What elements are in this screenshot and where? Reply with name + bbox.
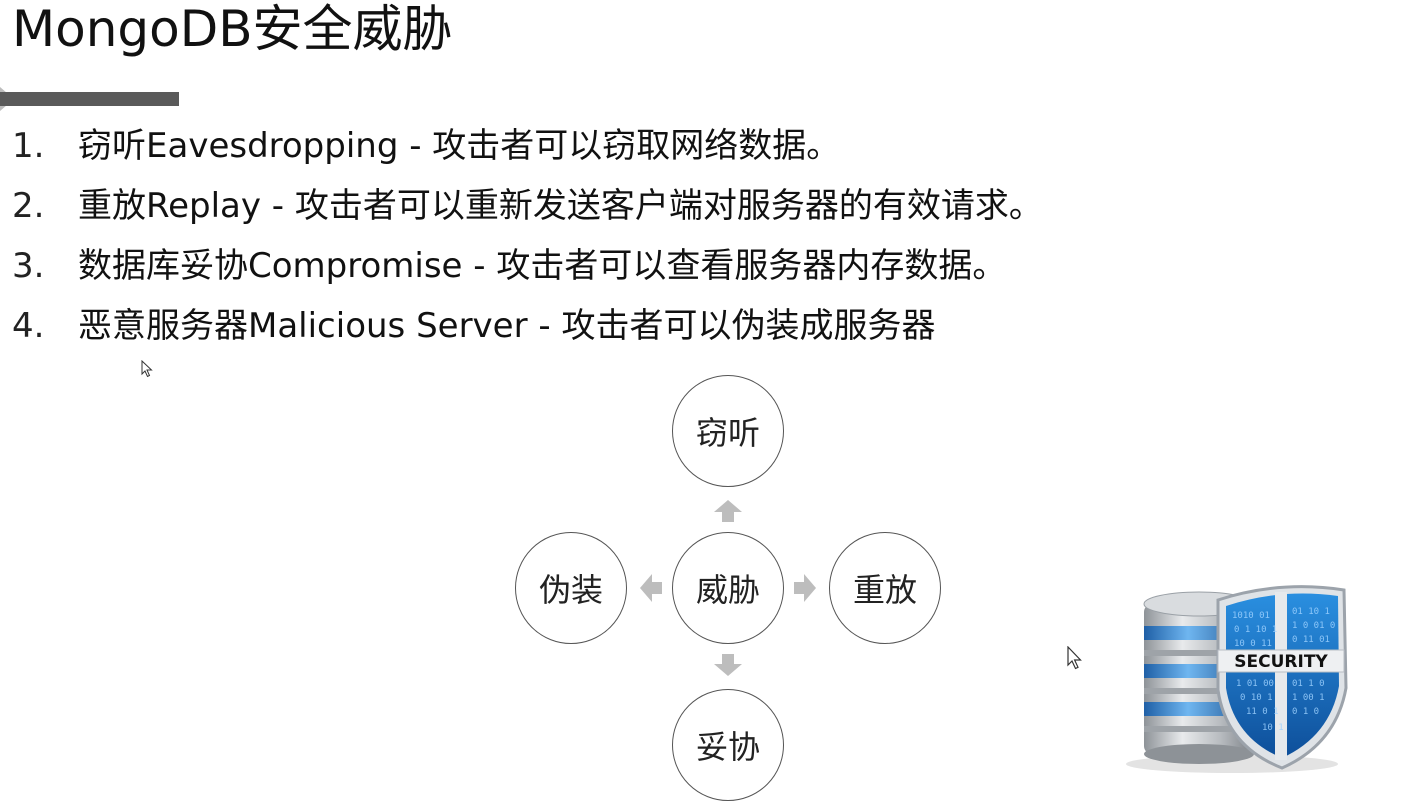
svg-text:1 01 00: 1 01 00 — [1236, 679, 1274, 689]
svg-text:10 0 11: 10 0 11 — [1234, 639, 1272, 649]
list-item: 2. 重放Replay - 攻击者可以重新发送客户端对服务器的有效请求。 — [12, 178, 1043, 238]
list-item: 4. 恶意服务器Malicious Server - 攻击者可以伪装成服务器 — [12, 298, 1043, 358]
list-number: 2. — [12, 186, 45, 226]
diagram-node-center: 威胁 — [672, 532, 784, 644]
title-underline-bar — [0, 92, 179, 106]
security-illustration: 1010 01 0 1 10 1 10 0 11 01 10 1 1 0 01 … — [1126, 585, 1348, 773]
svg-text:0 1 10 1: 0 1 10 1 — [1234, 625, 1277, 635]
diagram-node-top: 窃听 — [672, 375, 784, 487]
svg-text:1010 01: 1010 01 — [1232, 611, 1270, 621]
arrow-right-icon — [794, 574, 816, 602]
page-title: MongoDB安全威胁 — [12, 0, 453, 58]
diagram-node-bottom: 妥协 — [672, 689, 784, 801]
list-number: 3. — [12, 246, 45, 286]
list-item: 3. 数据库妥协Compromise - 攻击者可以查看服务器内存数据。 — [12, 238, 1043, 298]
diagram-node-left: 伪装 — [515, 532, 627, 644]
list-text: 窃听Eavesdropping - 攻击者可以窃取网络数据。 — [78, 126, 841, 166]
threat-list: 1. 窃听Eavesdropping - 攻击者可以窃取网络数据。 2. 重放Rep… — [12, 118, 1043, 358]
list-text: 重放Replay - 攻击者可以重新发送客户端对服务器的有效请求。 — [78, 186, 1043, 226]
arrow-down-icon — [714, 654, 742, 676]
list-item: 1. 窃听Eavesdropping - 攻击者可以窃取网络数据。 — [12, 118, 1043, 178]
list-text: 恶意服务器Malicious Server - 攻击者可以伪装成服务器 — [78, 306, 936, 346]
svg-text:01 10 1: 01 10 1 — [1292, 607, 1330, 617]
security-shield-icon: 1010 01 0 1 10 1 10 0 11 01 10 1 1 0 01 … — [1216, 585, 1348, 770]
svg-text:01 1 0: 01 1 0 — [1292, 679, 1325, 689]
svg-text:1 00 1: 1 00 1 — [1292, 693, 1325, 703]
svg-text:0 10 1: 0 10 1 — [1240, 693, 1273, 703]
svg-text:1 0 01 0: 1 0 01 0 — [1292, 621, 1335, 631]
svg-text:11 0 1: 11 0 1 — [1246, 707, 1279, 717]
list-number: 1. — [12, 126, 45, 166]
list-number: 4. — [12, 306, 45, 346]
list-text: 数据库妥协Compromise - 攻击者可以查看服务器内存数据。 — [78, 246, 1007, 286]
svg-text:10 1: 10 1 — [1262, 723, 1284, 733]
arrow-left-icon — [640, 574, 662, 602]
security-badge-label: SECURITY — [1234, 652, 1328, 672]
svg-text:0 1 0: 0 1 0 — [1292, 707, 1319, 717]
diagram-node-right: 重放 — [829, 532, 941, 644]
svg-text:0 11 01: 0 11 01 — [1292, 635, 1330, 645]
arrow-up-icon — [714, 500, 742, 522]
